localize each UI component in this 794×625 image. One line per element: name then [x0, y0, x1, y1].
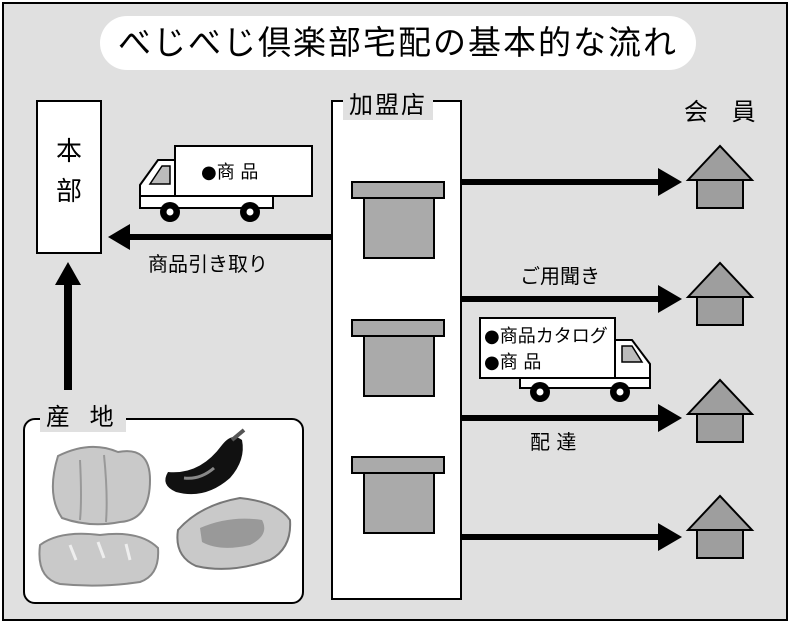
truck-right-item-2: ●商 品 [484, 352, 542, 373]
truck-top-item: ●商 品 [201, 162, 259, 183]
members-label: 会 員 [684, 98, 764, 126]
store-package-icon [351, 319, 445, 397]
truck-icon [479, 317, 651, 402]
house-icon [685, 494, 755, 559]
headquarters-label-1: 本 [55, 137, 82, 167]
delivery-arrows [462, 168, 682, 551]
pickup-label: 商品引き取り [148, 252, 268, 276]
store-package-icon [351, 181, 445, 259]
order-taking-label: ご用聞き [520, 264, 600, 288]
headquarters-label-2: 部 [55, 177, 82, 207]
title-pill [100, 16, 696, 70]
meat-illustration [176, 496, 292, 570]
house-icon [685, 144, 755, 209]
bread-illustration [38, 532, 160, 587]
truck-icon [139, 145, 313, 222]
supply-arrow [55, 262, 81, 390]
headquarters-box: 本 部 [36, 100, 102, 254]
eggplant-illustration [165, 428, 246, 495]
house-icon [685, 261, 755, 326]
pickup-arrow [108, 224, 331, 250]
truck-right-item-1: ●商品カタログ [484, 326, 608, 347]
bell-pepper-illustration [51, 445, 152, 526]
member-store-label: 加盟店 [343, 90, 433, 120]
diagram-title: べじべじ倶楽部宅配の基本的な流れ [118, 23, 678, 62]
house-icon [685, 378, 755, 443]
delivery-label: 配 達 [530, 430, 577, 454]
store-package-icon [351, 456, 445, 534]
production-area-label: 産 地 [40, 402, 126, 432]
